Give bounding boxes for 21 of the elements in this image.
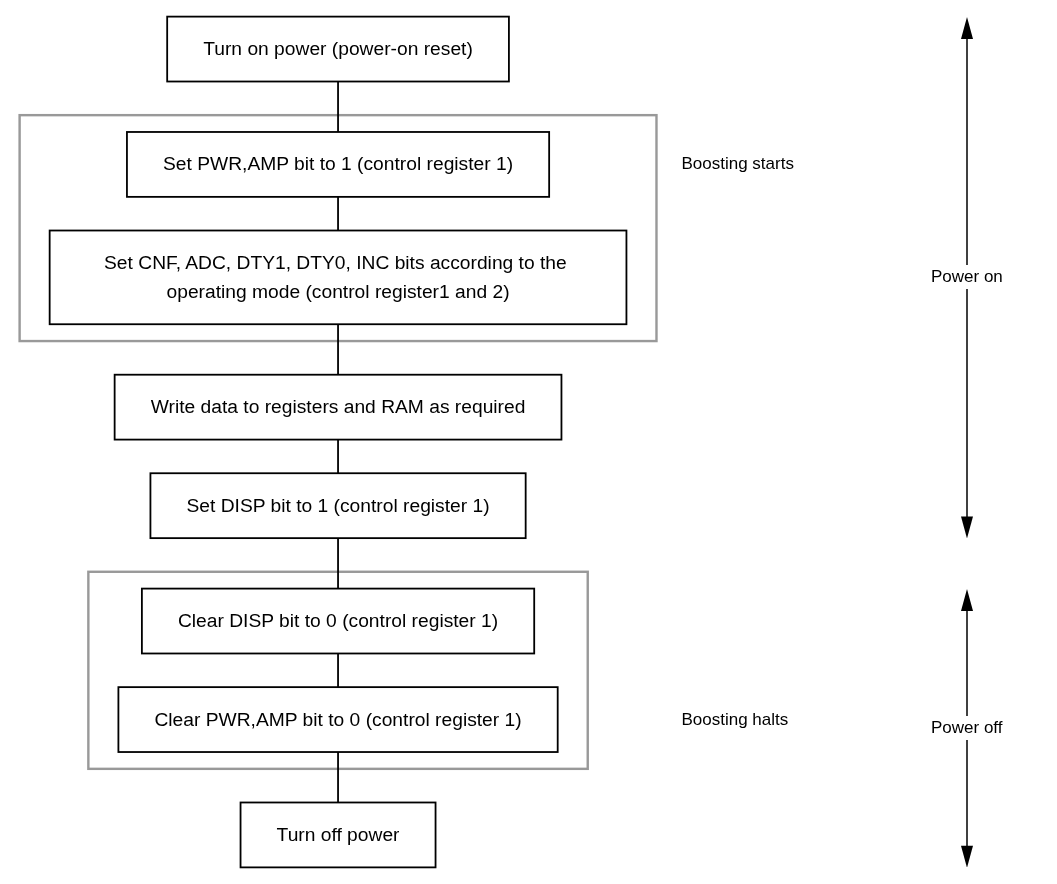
node-box: Turn off power (239, 801, 437, 869)
node-box: Clear PWR,AMP bit to 0 (control register 1) (117, 686, 559, 753)
note-text: Boosting halts (681, 709, 789, 730)
connector (337, 751, 339, 804)
connector (337, 537, 339, 590)
range-label: Power on (931, 265, 1003, 290)
connector (337, 80, 339, 133)
connector (337, 323, 339, 376)
node-box: Write data to registers and RAM as required (113, 373, 563, 441)
connector (337, 652, 339, 689)
connector (337, 438, 339, 475)
node-box: Turn on power (power-on reset) (166, 15, 510, 83)
note-text: Boosting starts (681, 154, 794, 175)
range-label: Power off (931, 716, 1003, 740)
node-box: Set CNF, ADC, DTY1, DTY0, INC bits according to the operating mode (control register1 and 2) (48, 229, 628, 326)
connector (337, 195, 339, 232)
node-box: Set DISP bit to 1 (control register 1) (149, 472, 527, 540)
cluster (87, 570, 589, 771)
node-box: Set PWR,AMP bit to 1 (control register 1) (126, 131, 551, 198)
cluster (18, 113, 658, 343)
node-box: Clear DISP bit to 0 (control register 1) (141, 587, 536, 655)
